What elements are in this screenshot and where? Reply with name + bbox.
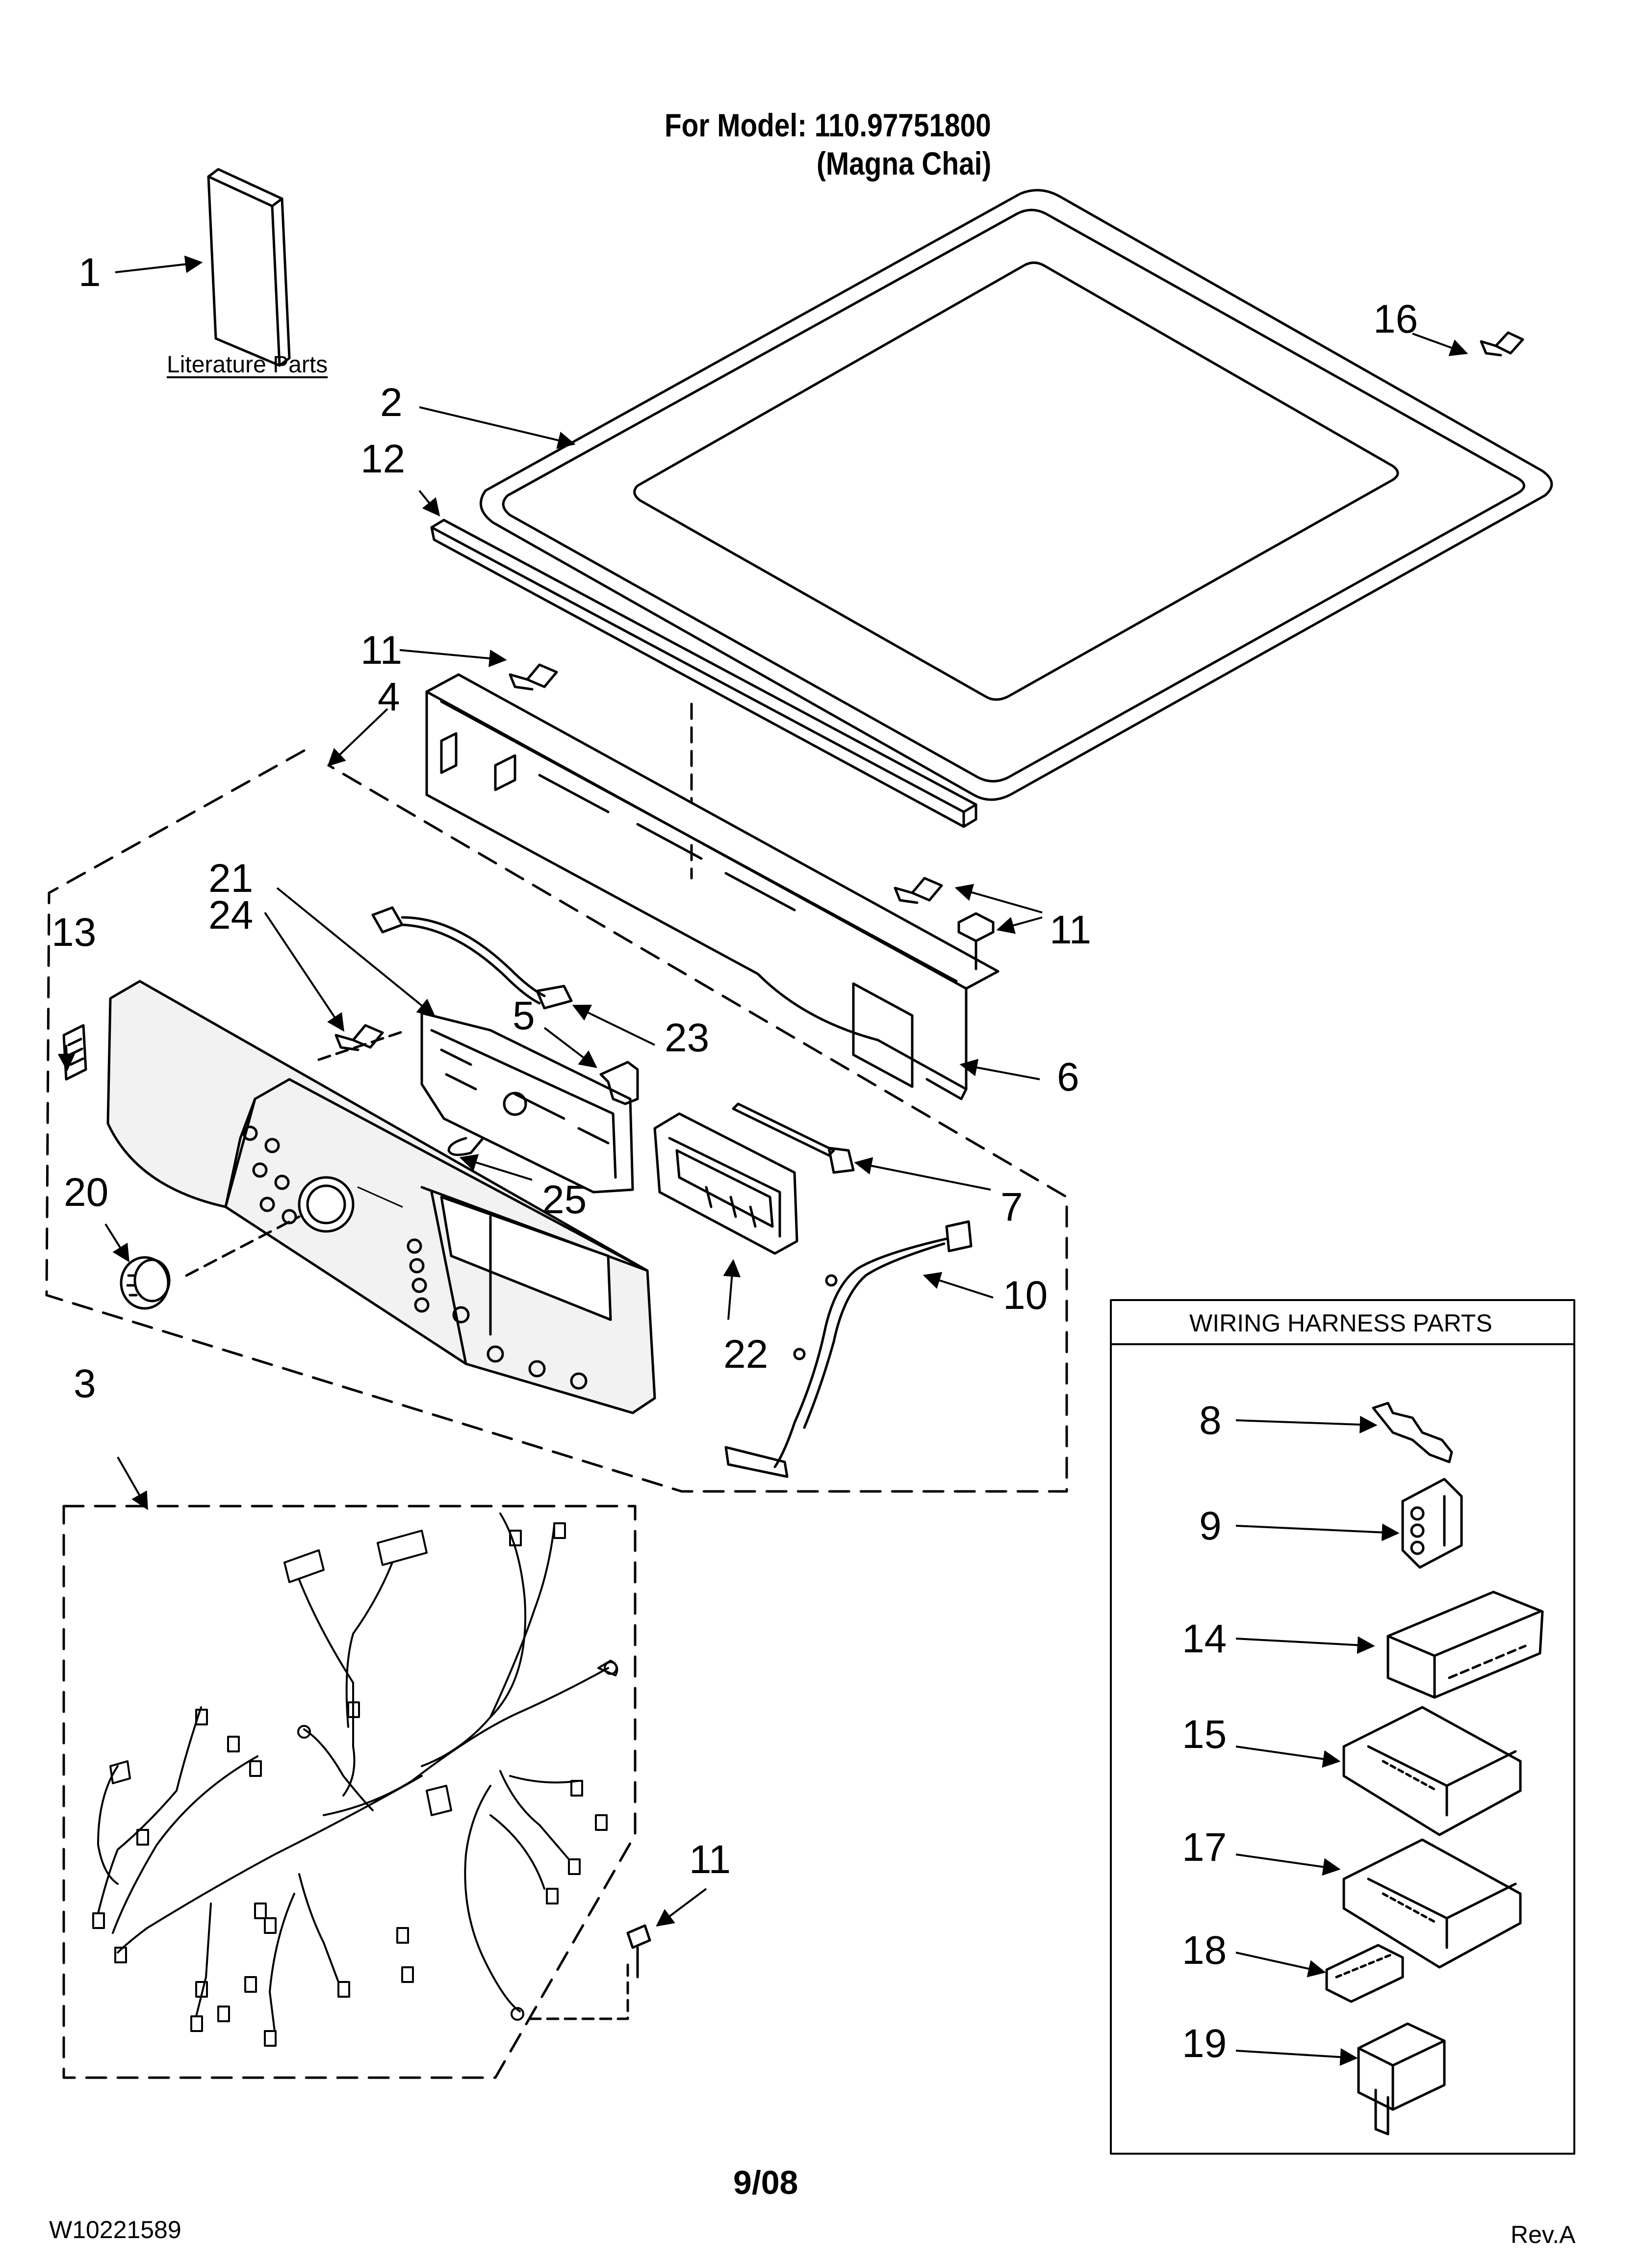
page-date: 9/08: [733, 2164, 798, 2201]
callout-11-top: 11: [360, 628, 403, 673]
console-assembly-outline: [45, 749, 1068, 1493]
connector-3-pin-icon: [1401, 1478, 1463, 1569]
control-board-icon: [420, 1012, 634, 1194]
callout-22: 22: [723, 1332, 769, 1377]
callout-2: 2: [380, 380, 403, 425]
front-strip-icon: [430, 519, 977, 828]
callout-17: 17: [1182, 1825, 1227, 1870]
connector-block-icon: [1386, 1590, 1544, 1699]
callout-23: 23: [665, 1016, 710, 1060]
callout-3: 3: [74, 1361, 96, 1406]
screw-icon: [1480, 331, 1524, 357]
terminal-icon: [1372, 1402, 1453, 1463]
callout-25: 25: [542, 1177, 587, 1222]
callout-1: 1: [78, 250, 101, 295]
callout-20: 20: [64, 1170, 109, 1215]
callout-8: 8: [1199, 1398, 1222, 1443]
literature-parts-label: Literature Parts: [167, 352, 328, 378]
main-harness-outline: [62, 1505, 637, 2079]
screw-icon: [894, 877, 943, 904]
callout-12: 12: [360, 437, 406, 481]
console-bracket-icon: [425, 673, 1000, 1100]
cable-tie-icon: [732, 1102, 855, 1174]
callout-13: 13: [51, 910, 97, 955]
board-bracket-icon: [653, 1112, 798, 1255]
housing-connector-icon: [1342, 1838, 1522, 1969]
callout-14: 14: [1182, 1616, 1227, 1661]
model-name: (Magna Chai): [817, 145, 992, 182]
hex-screw-icon: [957, 912, 995, 970]
housing-connector-icon: [1342, 1706, 1522, 1836]
main-wire-harness-icon: [92, 1512, 618, 2047]
model-line: For Model: 110.97751800: [665, 107, 991, 143]
callout-11-bottom: 11: [689, 1837, 731, 1882]
knob-icon: [120, 1256, 171, 1310]
callout-6: 6: [1057, 1055, 1079, 1099]
callout-15: 15: [1182, 1712, 1227, 1757]
socket-connector-icon: [1357, 2022, 1446, 2136]
clip-icon: [599, 1061, 639, 1105]
callout-19: 19: [1182, 2021, 1227, 2066]
revision: Rev.A: [1511, 2221, 1576, 2248]
wire-harness-icon: [724, 1220, 973, 1478]
callout-24: 24: [208, 893, 254, 938]
wiring-harness-parts-title: WIRING HARNESS PARTS: [1189, 1309, 1492, 1337]
callout-7: 7: [1001, 1185, 1023, 1229]
top-lid-icon: [479, 189, 1553, 801]
callout-21: 21: [208, 856, 254, 901]
callout-10: 10: [1003, 1273, 1048, 1318]
callout-18: 18: [1182, 1928, 1227, 1973]
screw-icon: [509, 663, 558, 691]
callout-4: 4: [378, 675, 400, 719]
leader-arrows: [57, 255, 1468, 2066]
callout-5: 5: [513, 993, 535, 1038]
document-number: W10221589: [49, 2216, 181, 2243]
wiring-harness-parts-box: [1110, 1299, 1575, 2155]
callout-16: 16: [1373, 297, 1418, 341]
small-connector-icon: [1325, 1944, 1404, 2003]
literature-book-icon: [207, 168, 291, 367]
callout-9: 9: [1199, 1504, 1222, 1548]
screw-icon: [626, 1924, 651, 1979]
cable-icon: [371, 906, 573, 1010]
callout-11-right: 11: [1050, 908, 1092, 952]
console-panel-icon: [106, 980, 656, 1414]
